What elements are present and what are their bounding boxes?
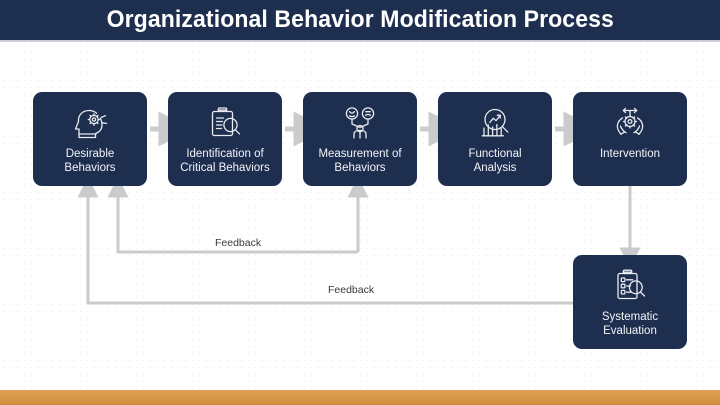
chart-magnifier-icon	[474, 103, 516, 143]
process-node-desirable-behaviors[interactable]: Desirable Behaviors	[33, 92, 147, 186]
people-emotion-icon	[339, 103, 381, 143]
process-node-intervention[interactable]: Intervention	[573, 92, 687, 186]
clipboard-search-icon	[204, 103, 246, 143]
process-node-label: Identification of Critical Behaviors	[180, 148, 270, 174]
header-divider	[0, 40, 720, 42]
process-node-label: Intervention	[599, 148, 661, 160]
feedback-label-lower: Feedback	[322, 284, 381, 296]
process-node-identification[interactable]: Identification of Critical Behaviors	[168, 92, 282, 186]
checklist-search-icon	[609, 266, 651, 306]
process-node-label: Systematic Evaluation	[601, 311, 659, 337]
process-node-systematic-evaluation[interactable]: Systematic Evaluation	[573, 255, 687, 349]
process-node-measurement[interactable]: Measurement of Behaviors	[303, 92, 417, 186]
bottom-accent-strip	[0, 390, 720, 405]
process-node-label: Functional Analysis	[468, 148, 522, 174]
hands-gear-icon	[609, 103, 651, 143]
process-node-functional-analysis[interactable]: Functional Analysis	[438, 92, 552, 186]
process-node-label: Measurement of Behaviors	[318, 148, 402, 174]
feedback-label-upper: Feedback	[209, 237, 268, 249]
page-title: Organizational Behavior Modification Pro…	[106, 6, 614, 33]
feedback-upper-path	[107, 176, 369, 254]
slide-header: Organizational Behavior Modification Pro…	[0, 0, 720, 40]
process-node-label: Desirable Behaviors	[64, 148, 116, 174]
head-gear-icon	[69, 103, 111, 143]
feedback-lower-path	[77, 176, 575, 305]
